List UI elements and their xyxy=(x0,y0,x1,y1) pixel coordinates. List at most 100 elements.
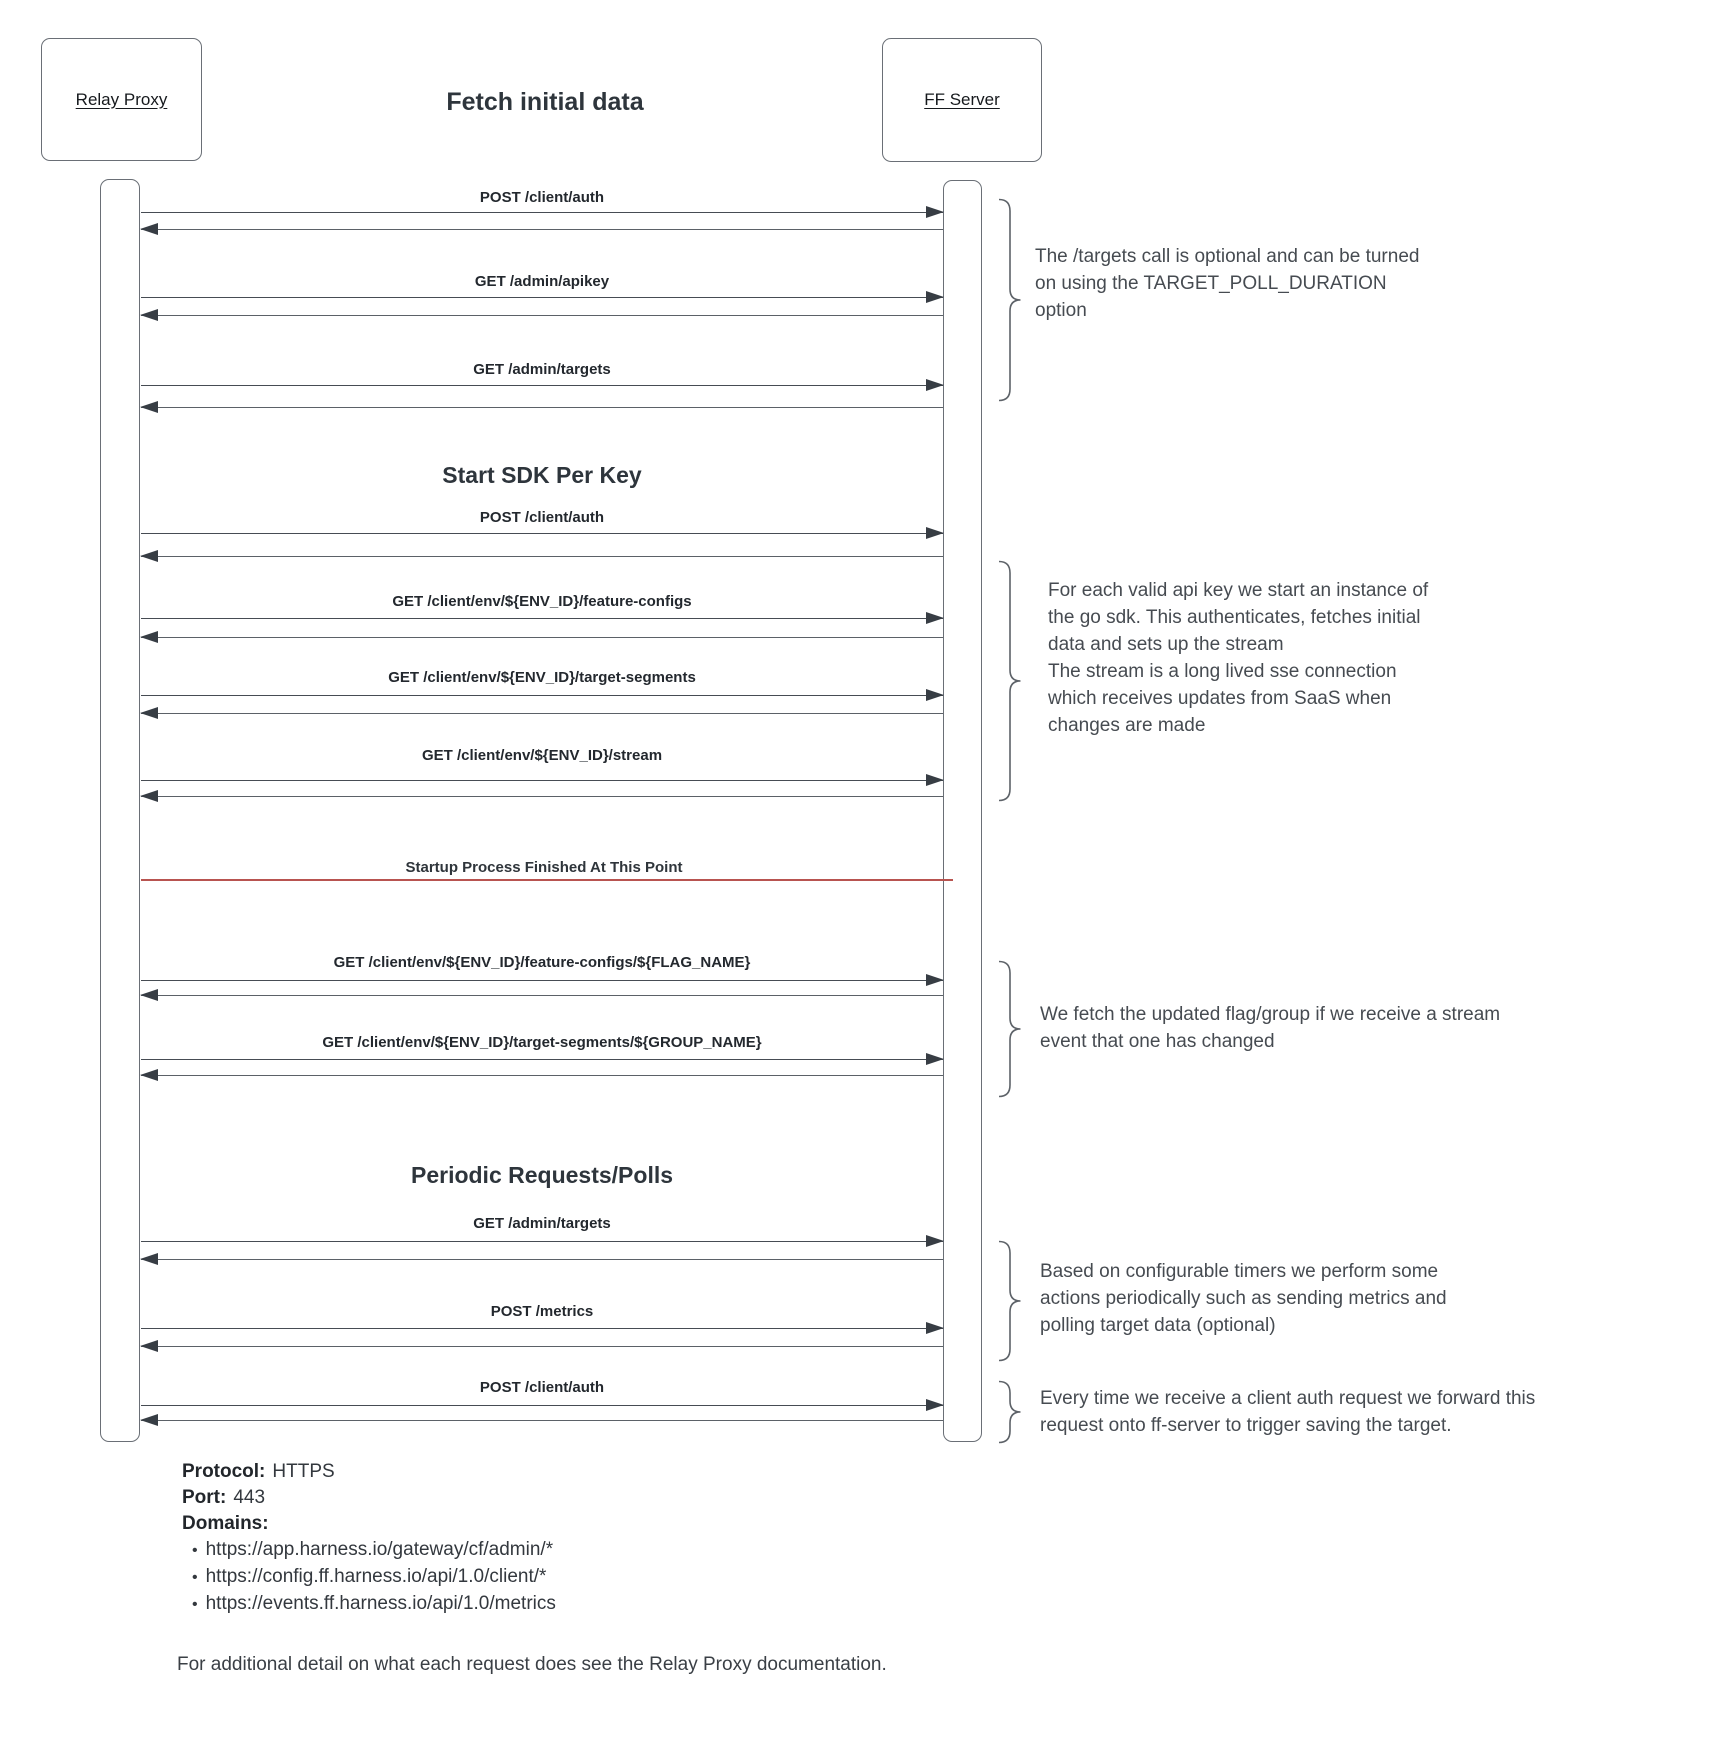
arrow-line xyxy=(141,1058,943,1060)
arrow-line xyxy=(141,1345,943,1347)
port-line: Port:443 xyxy=(182,1487,266,1508)
annotation-brace xyxy=(998,560,1021,802)
message-label: POST /client/auth xyxy=(479,189,605,206)
response-arrow xyxy=(140,1069,943,1082)
request-arrow xyxy=(141,612,944,625)
arrowhead-right-icon xyxy=(926,206,944,218)
actor-relay-proxy-label: Relay Proxy xyxy=(75,89,168,109)
request-arrow xyxy=(141,974,944,987)
message-label: GET /client/env/${ENV_ID}/target-segment… xyxy=(322,1034,762,1051)
message-label: POST /client/auth xyxy=(479,1379,605,1396)
response-arrow xyxy=(140,1253,943,1266)
footer-note: For additional detail on what each reque… xyxy=(177,1654,887,1675)
request-arrow xyxy=(141,291,944,304)
annotation-brace xyxy=(998,1380,1021,1444)
arrow-line xyxy=(141,211,943,213)
arrow-line xyxy=(141,779,943,781)
arrowhead-right-icon xyxy=(926,527,944,539)
arrowhead-right-icon xyxy=(926,774,944,786)
response-arrow xyxy=(140,550,943,563)
request-arrow xyxy=(141,1399,944,1412)
arrowhead-right-icon xyxy=(926,291,944,303)
startup-finished-label: Startup Process Finished At This Point xyxy=(405,859,683,876)
arrow-line xyxy=(141,555,943,557)
arrowhead-right-icon xyxy=(926,974,944,986)
arrowhead-left-icon xyxy=(140,223,158,235)
arrowhead-right-icon xyxy=(926,1235,944,1247)
message-label: GET /admin/apikey xyxy=(474,273,610,290)
arrow-line xyxy=(141,979,943,981)
arrow-line xyxy=(141,636,943,638)
response-arrow xyxy=(140,989,943,1002)
message-label: GET /client/env/${ENV_ID}/feature-config… xyxy=(333,954,751,971)
arrowhead-right-icon xyxy=(926,612,944,624)
annotation-timers: Based on configurable timers we perform … xyxy=(1040,1261,1447,1336)
response-arrow xyxy=(140,1414,943,1427)
message-label: GET /client/env/${ENV_ID}/feature-config… xyxy=(392,593,692,610)
message-label: POST /client/auth xyxy=(479,509,605,526)
arrow-line xyxy=(141,1074,943,1076)
arrowhead-right-icon xyxy=(926,379,944,391)
arrow-line xyxy=(141,1258,943,1260)
section-header-periodic: Periodic Requests/Polls xyxy=(410,1162,674,1188)
request-arrow xyxy=(141,527,944,540)
startup-finished-line xyxy=(141,879,953,881)
lifeline-ff-server xyxy=(943,180,982,1442)
connection-info: Protocol:HTTPS Port:443 Domains: •https:… xyxy=(182,1459,556,1618)
arrowhead-left-icon xyxy=(140,401,158,413)
arrow-line xyxy=(141,1404,943,1406)
request-arrow xyxy=(141,1322,944,1335)
response-arrow xyxy=(140,631,943,644)
arrow-line xyxy=(141,314,943,316)
arrowhead-left-icon xyxy=(140,790,158,802)
message-label: POST /metrics xyxy=(490,1303,594,1320)
arrow-line xyxy=(141,296,943,298)
domains-heading: Domains: xyxy=(182,1513,269,1534)
section-header-start-sdk: Start SDK Per Key xyxy=(442,462,642,488)
lifeline-relay-proxy xyxy=(100,179,140,1442)
arrow-line xyxy=(141,228,943,230)
arrow-line xyxy=(141,1327,943,1329)
arrow-line xyxy=(141,1419,943,1421)
bullet-icon: • xyxy=(192,1596,198,1613)
bullet-icon: • xyxy=(192,1542,198,1559)
annotation-sdk-instance: For each valid api key we start an insta… xyxy=(1048,580,1429,736)
arrowhead-right-icon xyxy=(926,1053,944,1065)
request-arrow xyxy=(141,379,944,392)
response-arrow xyxy=(140,707,943,720)
arrowhead-left-icon xyxy=(140,1340,158,1352)
arrowhead-left-icon xyxy=(140,550,158,562)
message-label: GET /admin/targets xyxy=(473,1215,611,1232)
arrowhead-right-icon xyxy=(926,689,944,701)
domain-item: •https://events.ff.harness.io/api/1.0/me… xyxy=(192,1593,556,1614)
arrow-line xyxy=(141,1240,943,1242)
actor-ff-server-label: FF Server xyxy=(924,90,1000,109)
arrowhead-left-icon xyxy=(140,309,158,321)
arrowhead-left-icon xyxy=(140,631,158,643)
response-arrow xyxy=(140,401,943,414)
arrowhead-left-icon xyxy=(140,1414,158,1426)
response-arrow xyxy=(140,309,943,322)
annotation-brace xyxy=(998,1240,1021,1362)
message-label: GET /admin/targets xyxy=(473,361,611,378)
arrow-line xyxy=(141,712,943,714)
request-arrow xyxy=(141,774,944,787)
annotation-brace xyxy=(998,198,1021,402)
actor-ff-server: FF Server xyxy=(882,38,1042,162)
arrow-line xyxy=(141,406,943,408)
arrow-line xyxy=(141,532,943,534)
arrowhead-left-icon xyxy=(140,989,158,1001)
annotation-targets-optional: The /targets call is optional and can be… xyxy=(1035,246,1420,321)
arrow-line xyxy=(141,994,943,996)
domain-item: •https://app.harness.io/gateway/cf/admin… xyxy=(192,1539,554,1560)
response-arrow xyxy=(140,1340,943,1353)
arrowhead-left-icon xyxy=(140,1253,158,1265)
request-arrow xyxy=(141,1053,944,1066)
arrowhead-left-icon xyxy=(140,1069,158,1081)
arrowhead-right-icon xyxy=(926,1399,944,1411)
arrow-line xyxy=(141,384,943,386)
actor-relay-proxy: Relay Proxy xyxy=(41,38,202,161)
message-label: GET /client/env/${ENV_ID}/stream xyxy=(421,747,663,764)
annotation-client-auth-forward: Every time we receive a client auth requ… xyxy=(1040,1388,1536,1436)
